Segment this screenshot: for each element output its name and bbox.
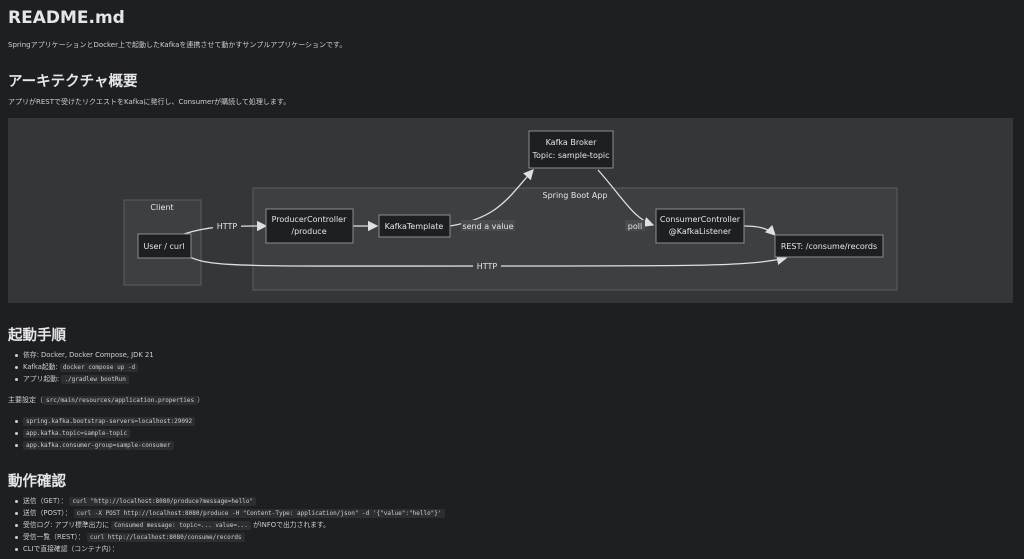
node-user-curl bbox=[137, 233, 192, 259]
startup-list: 依存: Docker, Docker Compose, JDK 21 Kafka… bbox=[14, 349, 154, 385]
edge-http-rest bbox=[183, 253, 788, 267]
list-item: アプリ起動: ./gradlew bootRun bbox=[14, 373, 154, 385]
list-item: 受信一覧（REST）： curl http://localhost:8080/c… bbox=[14, 531, 445, 543]
inline-code: ./gradlew bootRun bbox=[61, 375, 129, 384]
inline-code: spring.kafka.bootstrap-servers=localhost… bbox=[23, 417, 196, 426]
intro-text: SpringアプリケーションとDocker上で起動したKafkaを連携させて動か… bbox=[8, 41, 347, 49]
node-consumer-line1: ConsumerController bbox=[660, 215, 741, 224]
node-kafka-template-label: KafkaTemplate bbox=[385, 222, 444, 231]
edge-label-send: send a value bbox=[462, 222, 513, 231]
inline-code: curl -X POST http://localhost:8080/produ… bbox=[73, 509, 445, 518]
node-rest bbox=[774, 234, 884, 258]
edge-consumer-rest bbox=[743, 224, 776, 236]
list-item: 依存: Docker, Docker Compose, JDK 21 bbox=[14, 349, 154, 361]
edge-label-poll: poll bbox=[628, 222, 642, 231]
node-producer-line1: ProducerController bbox=[272, 215, 348, 224]
architecture-description: アプリがRESTで受けたリクエストをKafkaに発行し、Consumerが購読し… bbox=[8, 98, 291, 106]
node-rest-label: REST: /consume/records bbox=[781, 242, 877, 251]
list-item: 受信ログ: アプリ標準出力に Consumed message: topic=.… bbox=[14, 519, 445, 531]
list-item: CLIで直接確認（コンテナ内）： bbox=[14, 543, 445, 555]
node-producer bbox=[265, 208, 354, 244]
node-kafka-broker bbox=[528, 130, 614, 169]
list-item: Kafka起動: docker compose up -d bbox=[14, 361, 154, 373]
list-item: 送信（GET）： curl "http://localhost:8080/pro… bbox=[14, 495, 445, 507]
readme-title: README.md bbox=[8, 8, 125, 28]
node-producer-line2: /produce bbox=[291, 227, 326, 236]
node-consumer-line2: @KafkaListener bbox=[669, 227, 732, 236]
inline-code: app.kafka.consumer-group=sample-consumer bbox=[23, 441, 174, 450]
verify-heading: 動作確認 bbox=[8, 474, 66, 490]
node-kafka-template bbox=[378, 214, 451, 238]
inline-code: Consumed message: topic=... value=... bbox=[111, 521, 251, 530]
node-broker-line2: Topic: sample-topic bbox=[531, 151, 609, 160]
settings-line: 主要設定（src/main/resources/application.prop… bbox=[8, 396, 205, 405]
list-item: 送信（POST）： curl -X POST http://localhost:… bbox=[14, 507, 445, 519]
startup-heading: 起動手順 bbox=[8, 328, 66, 344]
edge-poll bbox=[597, 169, 655, 227]
list-item: app.kafka.topic=sample-topic bbox=[14, 427, 195, 439]
verify-list: 送信（GET）： curl "http://localhost:8080/pro… bbox=[14, 495, 445, 555]
list-item: spring.kafka.bootstrap-servers=localhost… bbox=[14, 415, 196, 427]
edge-label-http-1: HTTP bbox=[217, 222, 238, 231]
edge-label-http-2: HTTP bbox=[477, 262, 498, 271]
node-consumer bbox=[655, 208, 745, 244]
inline-code: app.kafka.topic=sample-topic bbox=[23, 429, 131, 438]
node-broker-line1: Kafka Broker bbox=[546, 138, 598, 147]
architecture-diagram: Client Spring Boot App HTTP send a value… bbox=[8, 118, 1013, 303]
architecture-heading: アーキテクチャ概要 bbox=[8, 74, 138, 90]
settings-list: spring.kafka.bootstrap-servers=localhost… bbox=[14, 415, 196, 451]
inline-code: docker compose up -d bbox=[59, 363, 139, 372]
spring-boot-group-label: Spring Boot App bbox=[543, 191, 608, 200]
inline-code: curl http://localhost:8080/consume/recor… bbox=[86, 533, 245, 542]
inline-code: curl "http://localhost:8080/produce?mess… bbox=[69, 497, 257, 506]
inline-code: src/main/resources/application.propertie… bbox=[43, 396, 198, 405]
list-item: app.kafka.consumer-group=sample-consumer bbox=[14, 439, 195, 451]
client-group-label: Client bbox=[150, 203, 173, 212]
node-user-curl-label: User / curl bbox=[144, 242, 185, 251]
